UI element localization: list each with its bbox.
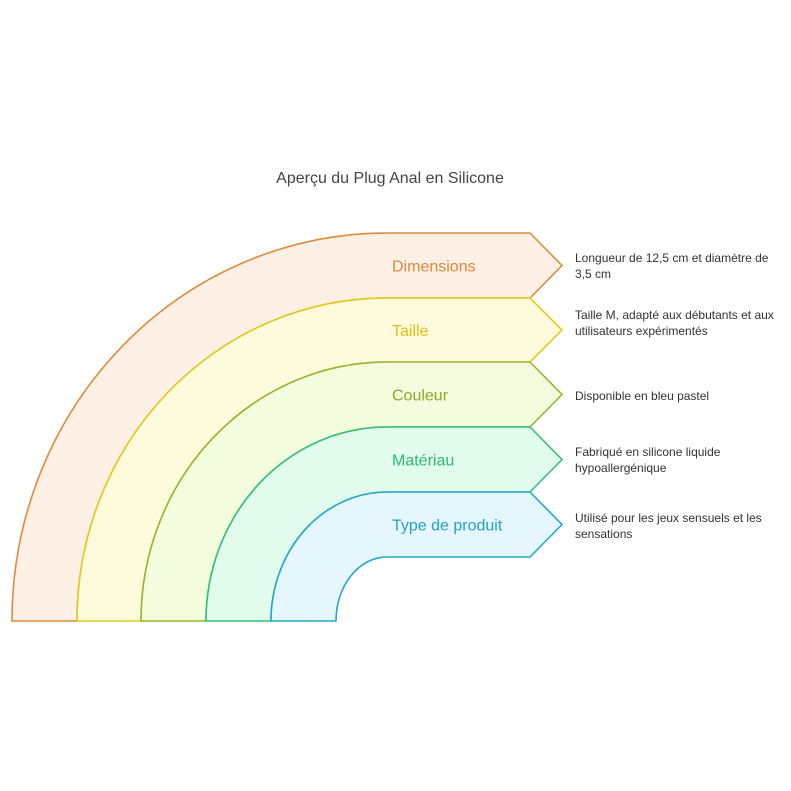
layer-description: Fabriqué en silicone liquide hypoallergé… (575, 445, 721, 475)
layer-description: Disponible en bleu pastel (575, 389, 710, 403)
layer-label: Dimensions (392, 259, 476, 276)
diagram-title: Aperçu du Plug Anal en Silicone (276, 170, 504, 187)
layer-label: Taille (392, 323, 429, 340)
layer-label: Couleur (392, 388, 449, 405)
layer-band (270, 491, 564, 622)
layer-label: Type de produit (392, 518, 503, 535)
layer-description: Longueur de 12,5 cm et diamètre de 3,5 c… (575, 251, 769, 281)
layer-label: Matériau (392, 453, 454, 470)
layer-description: Taille M, adapté aux débutants et aux ut… (575, 308, 774, 338)
layer-description: Utilisé pour les jeux sensuels et les se… (575, 511, 762, 541)
